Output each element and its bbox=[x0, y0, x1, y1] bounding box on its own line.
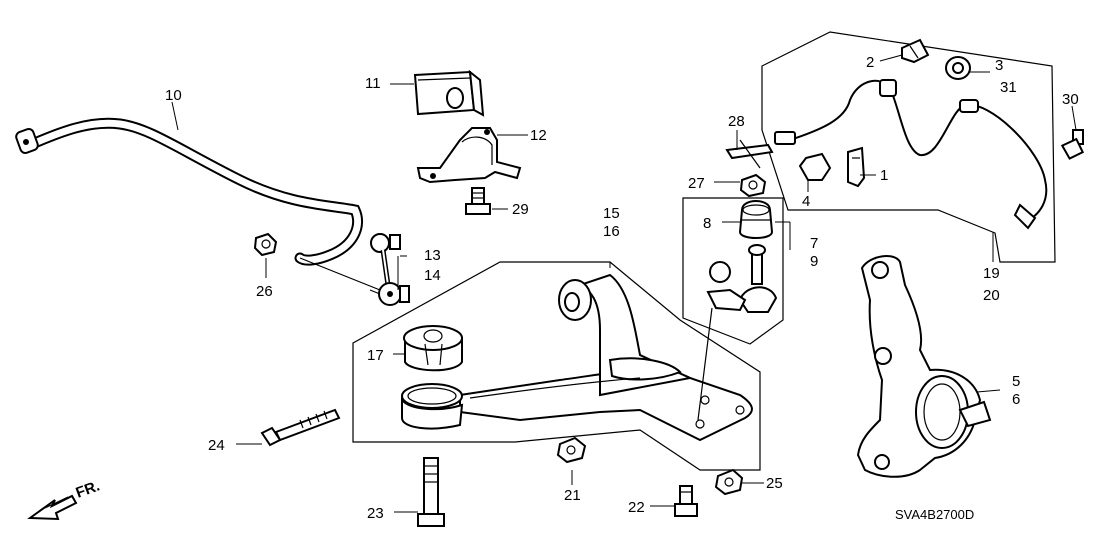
callout-21: 21 bbox=[564, 487, 581, 504]
callout-10: 10 bbox=[165, 87, 182, 104]
callout-1: 1 bbox=[880, 167, 888, 184]
callout-5: 5 bbox=[1012, 373, 1020, 390]
callout-29: 29 bbox=[512, 201, 529, 218]
ball-joint bbox=[697, 244, 778, 421]
callout-22: 22 bbox=[628, 499, 645, 516]
clamp-2 bbox=[901, 38, 930, 64]
front-direction-arrow-icon bbox=[27, 494, 78, 521]
clip-4 bbox=[798, 152, 832, 181]
callout-26: 26 bbox=[256, 283, 273, 300]
lower-arm bbox=[459, 273, 753, 442]
abs-sensor-harness bbox=[774, 79, 1048, 230]
callout-8: 8 bbox=[703, 215, 711, 232]
stabilizer-bar bbox=[15, 117, 364, 266]
callout-25: 25 bbox=[766, 475, 783, 492]
clip-28 bbox=[725, 139, 774, 169]
grommet-3 bbox=[945, 56, 971, 80]
sensor-group-outline bbox=[761, 31, 1056, 263]
ball-joint-group-outline bbox=[682, 197, 784, 345]
front-direction-label: FR. bbox=[74, 478, 103, 502]
callout-16: 16 bbox=[603, 223, 620, 240]
stabilizer-holder bbox=[416, 127, 522, 184]
callout-23: 23 bbox=[367, 505, 384, 522]
callout-17: 17 bbox=[367, 347, 384, 364]
bolt-24 bbox=[260, 408, 341, 447]
bolt-23 bbox=[417, 457, 445, 527]
callout-14: 14 bbox=[424, 267, 441, 284]
callout-15: 15 bbox=[603, 205, 620, 222]
callout-27: 27 bbox=[688, 175, 705, 192]
callout-12: 12 bbox=[530, 127, 547, 144]
callout-9: 9 bbox=[810, 253, 818, 270]
leader-lines bbox=[171, 54, 1077, 513]
flange-bolt-29 bbox=[465, 187, 491, 215]
lower-arm-rear-bushing bbox=[401, 383, 464, 430]
bolt-30 bbox=[1060, 129, 1085, 160]
stabilizer-bushing bbox=[413, 69, 485, 117]
callout-20: 20 bbox=[983, 287, 1000, 304]
callout-30: 30 bbox=[1062, 91, 1079, 108]
nut-25 bbox=[714, 468, 744, 496]
nut-26 bbox=[253, 232, 278, 257]
callout-6: 6 bbox=[1012, 391, 1020, 408]
callout-28: 28 bbox=[728, 113, 745, 130]
stabilizer-link bbox=[299, 233, 410, 306]
callout-24: 24 bbox=[208, 437, 225, 454]
lower-arm-front-pivot bbox=[558, 279, 592, 321]
callout-4: 4 bbox=[802, 193, 810, 210]
callout-3: 3 bbox=[995, 57, 1003, 74]
callout-2: 2 bbox=[866, 54, 874, 71]
nut-21 bbox=[556, 436, 587, 464]
ball-joint-boot bbox=[738, 200, 774, 239]
bolt-22 bbox=[674, 485, 698, 517]
knuckle bbox=[856, 255, 992, 478]
callout-19: 19 bbox=[983, 265, 1000, 282]
lower-arm-group-outline bbox=[352, 261, 761, 471]
callout-13: 13 bbox=[424, 247, 441, 264]
callout-11: 11 bbox=[365, 75, 381, 92]
nut-27 bbox=[739, 173, 767, 198]
diagram-code: SVA4B2700D bbox=[895, 507, 974, 522]
bracket-1 bbox=[847, 146, 866, 188]
compliance-bushing bbox=[403, 325, 463, 372]
callout-7: 7 bbox=[810, 235, 818, 252]
callout-31: 31 bbox=[1000, 79, 1017, 96]
